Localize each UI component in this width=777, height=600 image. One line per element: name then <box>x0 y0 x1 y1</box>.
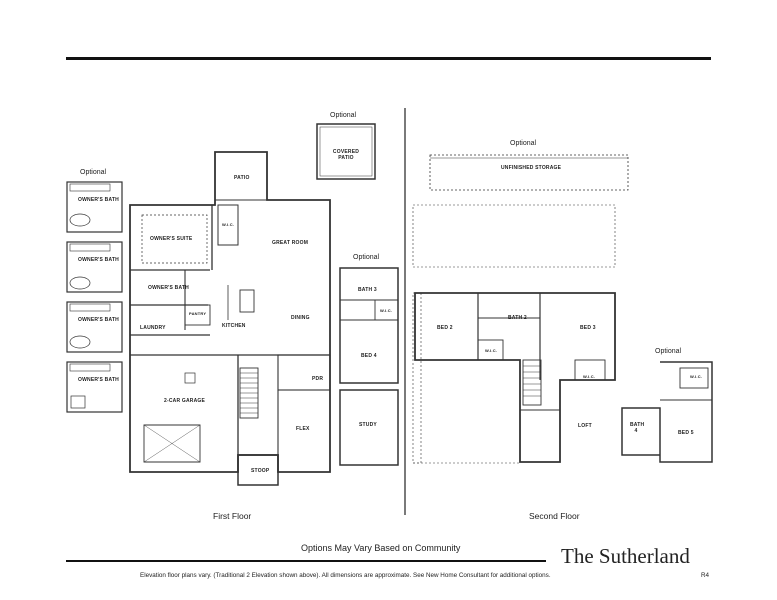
room-wic: W.I.C. <box>222 222 235 227</box>
room-pdr: PDR <box>312 376 324 382</box>
option-owners-bath-1: OWNER'S BATH <box>78 197 119 203</box>
room-flex: FLEX <box>296 426 310 432</box>
optional-label-bed4: Optional <box>353 254 380 261</box>
option-owners-bath-2: OWNER'S BATH <box>78 257 119 263</box>
option-owners-bath-4: OWNER'S BATH <box>78 377 119 383</box>
room-bed5: BED 5 <box>678 430 694 436</box>
room-wic-bath3: W.I.C. <box>380 308 393 313</box>
room-wic-bed3: W.I.C. <box>583 374 596 379</box>
room-stoop: STOOP <box>251 468 270 474</box>
room-great-room: GREAT ROOM <box>272 240 309 246</box>
room-pantry: PANTRY <box>189 311 207 316</box>
room-bath2: BATH 2 <box>508 315 527 321</box>
bottom-rule <box>66 560 546 562</box>
room-patio: PATIO <box>234 175 250 181</box>
room-loft: LOFT <box>578 423 592 429</box>
room-kitchen: KITCHEN <box>222 323 246 329</box>
top-rule <box>66 57 711 60</box>
disclaimer: Elevation floor plans vary. (Traditional… <box>140 572 551 579</box>
optional-label-covered-patio: Optional <box>330 112 357 119</box>
room-wic-bed2: W.I.C. <box>485 348 498 353</box>
room-wic-bed5: W.I.C. <box>690 374 703 379</box>
room-unfinished-storage: UNFINISHED STORAGE <box>501 165 562 171</box>
optional-label-owners-bath: Optional <box>80 169 107 176</box>
room-bed4: BED 4 <box>361 353 377 359</box>
room-owners-bath: OWNER'S BATH <box>148 285 189 291</box>
options-note: Options May Vary Based on Community <box>301 543 461 553</box>
second-floor-caption: Second Floor <box>529 511 580 521</box>
room-dining: DINING <box>291 315 310 321</box>
room-covered-patio: COVERED PATIO <box>332 149 360 161</box>
revision: R4 <box>701 572 710 579</box>
optional-label-storage: Optional <box>510 140 537 147</box>
room-bath3: BATH 3 <box>358 287 377 293</box>
room-bath4: BATH 4 <box>630 422 645 434</box>
room-laundry: LAUNDRY <box>140 325 166 331</box>
option-owners-bath-3: OWNER'S BATH <box>78 317 119 323</box>
room-study: STUDY <box>359 422 377 428</box>
room-garage: 2-CAR GARAGE <box>164 398 206 404</box>
room-owners-suite: OWNER'S SUITE <box>150 236 193 242</box>
optional-label-bed5: Optional <box>655 348 682 355</box>
plan-title: The Sutherland <box>561 544 690 568</box>
room-bed2: BED 2 <box>437 325 453 331</box>
first-floor-caption: First Floor <box>213 511 252 521</box>
room-bed3: BED 3 <box>580 325 596 331</box>
